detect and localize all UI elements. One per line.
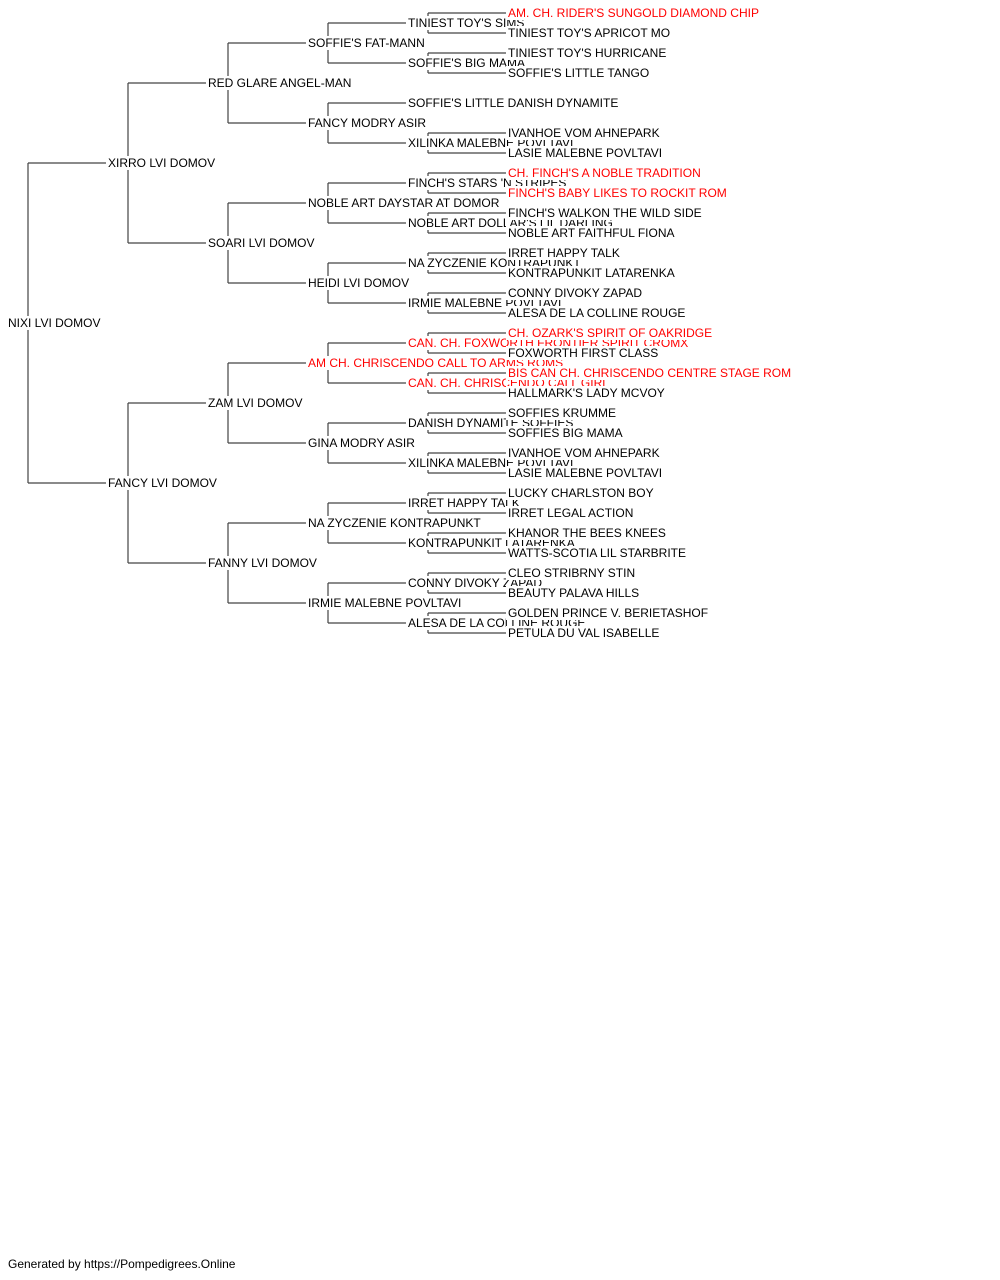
pedigree-node-gen5: KONTRAPUNKIT LATARENKA [506,266,677,280]
pedigree-node-gen4: IRRET HAPPY TALK [406,496,522,510]
pedigree-node-gen2: ZAM LVI DOMOV [206,396,305,410]
pedigree-node-gen0: NIXI LVI DOMOV [6,316,103,330]
pedigree-node-gen3: SOFFIE'S FAT-MANN [306,36,427,50]
pedigree-node-gen5: IRRET LEGAL ACTION [506,506,636,520]
pedigree-node-gen5: LASIE MALEBNE POVLTAVI [506,466,665,480]
pedigree-node-gen5: GOLDEN PRINCE V. BERIETASHOF [506,606,711,620]
pedigree-node-gen5: TINIEST TOY'S APRICOT MO [506,26,673,40]
pedigree-node-gen5: IRRET HAPPY TALK [506,246,622,260]
pedigree-node-gen5: FINCH'S BABY LIKES TO ROCKIT ROM [506,186,729,200]
pedigree-node-gen1: XIRRO LVI DOMOV [106,156,218,170]
pedigree-node-gen5: LUCKY CHARLSTON BOY [506,486,656,500]
pedigree-node-gen5: CH. OZARK'S SPIRIT OF OAKRIDGE [506,326,715,340]
pedigree-node-gen1: FANCY LVI DOMOV [106,476,219,490]
pedigree-node-gen5: SOFFIES BIG MAMA [506,426,625,440]
pedigree-node-gen4: TINIEST TOY'S SIMS [406,16,527,30]
pedigree-node-gen3: AM CH. CHRISCENDO CALL TO ARMS ROMS [306,356,566,370]
pedigree-node-gen5: IVANHOE VOM AHNEPARK [506,126,662,140]
pedigree-node-gen3: IRMIE MALEBNE POVLTAVI [306,596,464,610]
pedigree-node-gen4: SOFFIE'S LITTLE DANISH DYNAMITE [406,96,621,110]
pedigree-node-gen3: FANCY MODRY ASIR [306,116,429,130]
pedigree-node-gen5: TINIEST TOY'S HURRICANE [506,46,669,60]
pedigree-node-gen5: CLEO STRIBRNY STIN [506,566,638,580]
pedigree-node-gen5: CONNY DIVOKY ZAPAD [506,286,645,300]
pedigree-node-gen5: KHANOR THE BEES KNEES [506,526,668,540]
pedigree-node-gen5: PETULA DU VAL ISABELLE [506,626,662,640]
pedigree-node-gen5: AM. CH. RIDER'S SUNGOLD DIAMOND CHIP [506,6,761,20]
pedigree-node-gen5: FOXWORTH FIRST CLASS [506,346,661,360]
pedigree-node-gen2: FANNY LVI DOMOV [206,556,319,570]
footer-credit: Generated by https://Pompedigrees.Online [6,1257,238,1271]
pedigree-node-gen4: SOFFIE'S BIG MAMA [406,56,527,70]
pedigree-node-gen5: ALESA DE LA COLLINE ROUGE [506,306,688,320]
pedigree-node-gen2: RED GLARE ANGEL-MAN [206,76,354,90]
pedigree-node-gen5: IVANHOE VOM AHNEPARK [506,446,662,460]
pedigree-node-gen5: NOBLE ART FAITHFUL FIONA [506,226,677,240]
pedigree-node-gen5: FINCH'S WALKON THE WILD SIDE [506,206,704,220]
pedigree-node-gen5: LASIE MALEBNE POVLTAVI [506,146,665,160]
pedigree-node-gen5: SOFFIE'S LITTLE TANGO [506,66,652,80]
pedigree-node-gen5: CH. FINCH'S A NOBLE TRADITION [506,166,703,180]
pedigree-node-gen5: BIS CAN CH. CHRISCENDO CENTRE STAGE ROM [506,366,794,380]
pedigree-node-gen3: NA ZYCZENIE KONTRAPUNKT [306,516,483,530]
pedigree-node-gen5: SOFFIES KRUMME [506,406,619,420]
pedigree-node-gen2: SOARI LVI DOMOV [206,236,317,250]
pedigree-node-gen5: HALLMARK'S LADY MCVOY [506,386,667,400]
pedigree-node-gen5: BEAUTY PALAVA HILLS [506,586,642,600]
pedigree-node-gen3: NOBLE ART DAYSTAR AT DOMOR [306,196,502,210]
pedigree-node-gen3: HEIDI LVI DOMOV [306,276,412,290]
pedigree-node-gen3: GINA MODRY ASIR [306,436,417,450]
pedigree-node-gen5: WATTS-SCOTIA LIL STARBRITE [506,546,689,560]
